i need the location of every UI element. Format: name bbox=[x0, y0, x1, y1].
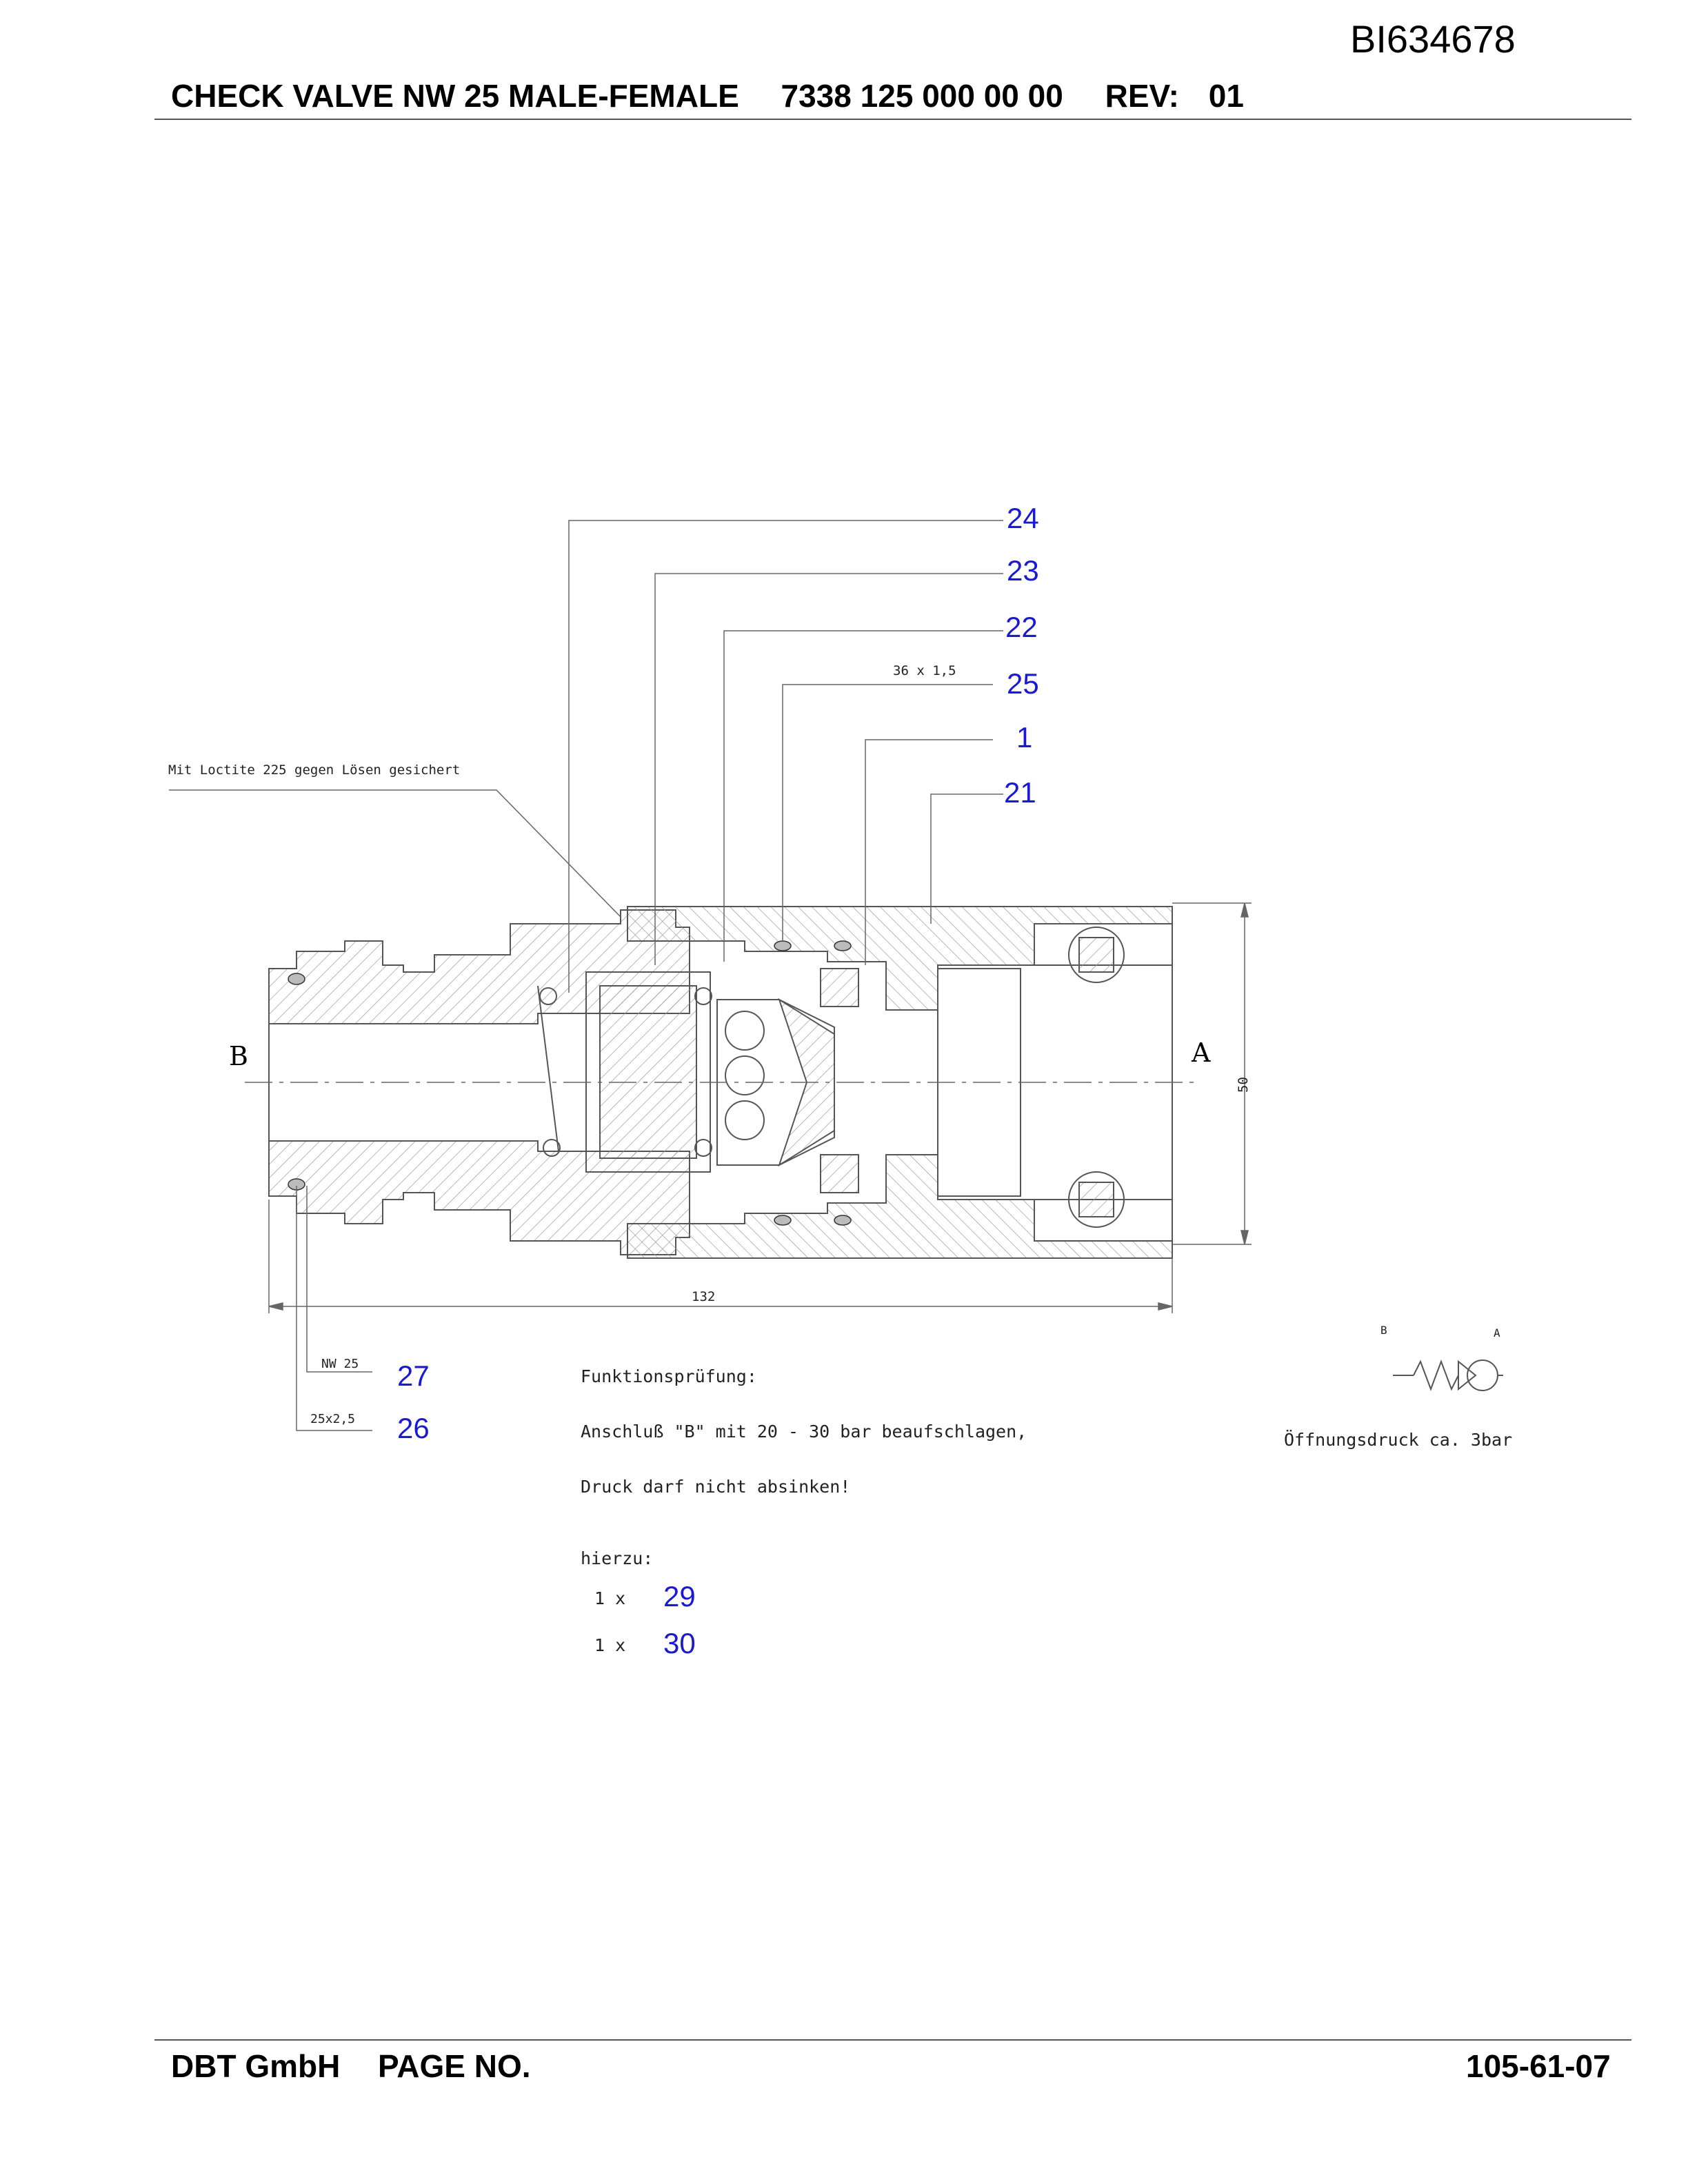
title-text: CHECK VALVE NW 25 MALE-FEMALE bbox=[171, 78, 739, 114]
page-title: CHECK VALVE NW 25 MALE-FEMALE 7338 125 0… bbox=[171, 77, 1277, 114]
footer-page-number: 105-61-07 bbox=[1466, 2048, 1611, 2084]
rev-value: 01 bbox=[1208, 78, 1244, 114]
footer-page-label: PAGE NO. bbox=[378, 2048, 531, 2084]
item1-ref: 29 bbox=[663, 1580, 696, 1612]
thread-label: 36 x 1,5 bbox=[893, 663, 956, 678]
pin-upper bbox=[1068, 927, 1125, 983]
leader-lines bbox=[169, 520, 1003, 1431]
callout-23: 23 bbox=[1007, 554, 1039, 587]
callout-1: 1 bbox=[1016, 721, 1033, 754]
function-test-line1: Anschluß "B" mit 20 - 30 bar beaufschlag… bbox=[581, 1422, 1027, 1442]
seal-blocks bbox=[820, 968, 859, 1193]
length-dimension-label: 132 bbox=[692, 1289, 716, 1304]
callout-26: 26 bbox=[397, 1412, 430, 1444]
part-number: 7338 125 000 00 00 bbox=[781, 78, 1063, 114]
dimension-diameter bbox=[1172, 902, 1252, 1245]
function-test-line2: Druck darf nicht absinken! bbox=[581, 1477, 851, 1497]
header-rule bbox=[154, 119, 1631, 120]
port-b-label: B bbox=[229, 1041, 248, 1071]
symbol-a-label: A bbox=[1494, 1326, 1500, 1339]
footer-rule bbox=[154, 2039, 1631, 2041]
callout-22: 22 bbox=[1005, 611, 1038, 643]
item2-ref: 30 bbox=[663, 1627, 696, 1659]
symbol-b-label: B bbox=[1380, 1324, 1387, 1337]
diameter-dimension-label: 50 bbox=[1236, 1077, 1251, 1093]
hierzu-label: hierzu: bbox=[581, 1548, 654, 1568]
document-id: BI634678 bbox=[1350, 17, 1516, 61]
item2-qty: 1 x bbox=[594, 1635, 626, 1655]
nw25-label: NW 25 bbox=[321, 1357, 359, 1371]
function-test-heading: Funktionsprüfung: bbox=[581, 1366, 757, 1386]
male-body-lower bbox=[268, 1140, 690, 1255]
opening-pressure-label: Öffnungsdruck ca. 3bar bbox=[1284, 1430, 1513, 1450]
item1-qty: 1 x bbox=[594, 1588, 626, 1608]
oring-size-label: 25x2,5 bbox=[310, 1412, 356, 1426]
spring-cage bbox=[537, 971, 712, 1173]
callout-21: 21 bbox=[1004, 776, 1036, 809]
footer-company: DBT GmbH bbox=[171, 2048, 341, 2084]
port-a-label: A bbox=[1192, 1038, 1211, 1068]
dimension-length bbox=[268, 1200, 1173, 1313]
check-valve-symbol bbox=[1393, 1359, 1503, 1391]
callout-27: 27 bbox=[397, 1359, 430, 1392]
callout-25: 25 bbox=[1007, 667, 1039, 700]
loctite-note: Mit Loctite 225 gegen Lösen gesichert bbox=[168, 762, 461, 778]
callout-24: 24 bbox=[1007, 502, 1039, 534]
rev-label: REV: bbox=[1105, 78, 1179, 114]
pin-lower bbox=[1068, 1171, 1125, 1228]
